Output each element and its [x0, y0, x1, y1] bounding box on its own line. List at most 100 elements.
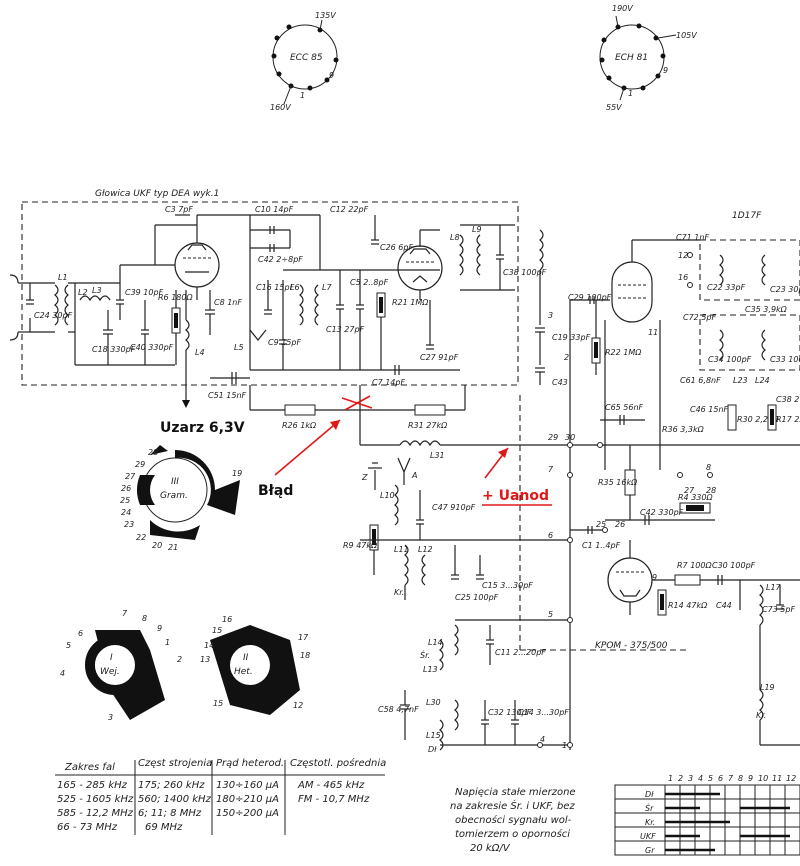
- error-annotation: [274, 395, 552, 506]
- note-line: 20 kΩ/V: [470, 843, 511, 854]
- label-c42b: C42 330pF: [640, 508, 684, 517]
- matrix-col: 1: [668, 774, 673, 783]
- label-r35: R35 16kΩ: [598, 478, 638, 487]
- switch-wheel-II: II Het. 16 15 14 13 17 18 15 12: [200, 615, 310, 715]
- label-kr2: Kr.: [756, 711, 766, 720]
- label-l14: L14: [428, 638, 443, 647]
- matrix-row: Gr: [645, 846, 655, 855]
- anode-label: + Uanod: [482, 488, 549, 504]
- label-r31: R31 27kΩ: [408, 421, 448, 430]
- table-cell: 525 - 1605 kHz: [57, 794, 134, 805]
- matrix-row: UKF: [640, 832, 656, 841]
- table-cell: 130÷160 µA: [216, 780, 279, 791]
- label-l2: L2: [78, 288, 88, 297]
- ech81-v1: 190V: [612, 4, 633, 13]
- node-26: 26: [615, 520, 625, 529]
- label-c3: C3 7pF: [165, 205, 193, 214]
- table-cell: 66 - 73 MHz: [57, 822, 118, 833]
- mid-section: R26 1kΩ R31 27kΩ L31 Z A L10 C47 910pF R…: [249, 385, 800, 754]
- wheel-I-num: 1: [165, 638, 170, 647]
- label-l31: L31: [430, 451, 445, 460]
- node-12: 12: [678, 251, 688, 260]
- tuner-box: Głowica UKF typ DEA wyk.1: [21, 189, 519, 386]
- label-r26: R26 1kΩ: [282, 421, 317, 430]
- wheel-II-num: 14: [204, 641, 214, 650]
- ech81-v2: 105V: [676, 31, 697, 40]
- wheel-II-num: 15: [212, 626, 222, 635]
- label-c61: C61 6,8nF: [680, 376, 721, 385]
- matrix-col: 4: [698, 774, 703, 783]
- label-c19: C19 33pF: [552, 333, 591, 342]
- wheel-I-num: 4: [60, 669, 65, 678]
- wheel-III-num: 21: [168, 543, 178, 552]
- table-cell: AM - 465 kHz: [297, 780, 365, 791]
- matrix-col: 7: [728, 774, 734, 783]
- wheel-I-num: 8: [142, 614, 147, 623]
- ecc85-v2: 160V: [270, 103, 291, 112]
- label-c1: C1 1..4pF: [582, 541, 621, 550]
- label-kr: Kr.: [394, 588, 404, 597]
- wheel-III-id: III: [171, 477, 179, 487]
- wheel-III-num: 22: [136, 533, 146, 542]
- table-cell: 69 MHz: [145, 822, 183, 833]
- node-5: 5: [548, 610, 553, 619]
- label-c32: C32 130pF: [488, 708, 532, 717]
- label-c25: C25 100pF: [455, 593, 499, 602]
- label-c39: C39 10pF: [125, 288, 164, 297]
- label-c7: C7 14pF: [372, 378, 405, 387]
- node-4: 4: [540, 735, 545, 744]
- node-8: 8: [706, 463, 711, 472]
- label-c10: C10 14pF: [255, 205, 294, 214]
- node-2: 2: [564, 353, 569, 362]
- label-c16: C16 15pF: [256, 283, 295, 292]
- label-c35: C35 3,9kΩ: [745, 305, 788, 314]
- tuner-circuit: C3 7pF C10 14pF C12 22pF C42 2÷8pF L1 L2…: [9, 205, 612, 408]
- wheel-III-num: 19: [232, 469, 242, 478]
- switch-matrix: 1 2 3 4 5 6 7 8 9 10 11 12 Dł Śr Kr. UKF…: [614, 774, 800, 856]
- wheel-I-id: I: [110, 653, 113, 663]
- label-l8: L8: [450, 233, 460, 242]
- label-c22: C22 33pF: [707, 283, 746, 292]
- label-l4: L4: [195, 348, 205, 357]
- node-6: 6: [548, 531, 553, 540]
- label-l30: L30: [426, 698, 441, 707]
- matrix-col: 12: [786, 774, 796, 783]
- label-r6: R6 180Ω: [158, 293, 193, 302]
- label-r4: R4 330Ω: [678, 493, 713, 502]
- error-label: Błąd: [258, 483, 293, 499]
- matrix-col: 3: [688, 774, 693, 783]
- switch-wheel-III: III Gram. 28 29 27 26 25 24 23 22 20 21 …: [120, 445, 242, 552]
- switch-wheel-I: I Wej. 7 8 9 6 5 4 1 2 3: [60, 609, 182, 722]
- node-30: 30: [565, 433, 575, 442]
- node-27: 27: [684, 486, 695, 495]
- wheel-II-id: II: [243, 653, 249, 663]
- label-c33: C33 100pF: [770, 355, 800, 364]
- label-l7: L7: [322, 283, 332, 292]
- table-cell: 560; 1400 kHz: [138, 794, 212, 805]
- table-cell: 180÷210 µA: [216, 794, 279, 805]
- node-11: 11: [648, 328, 658, 337]
- wheel-II-label: Het.: [234, 667, 253, 677]
- table-header-0: Zakres fal: [64, 762, 115, 773]
- label-c58: C58 4,7nF: [378, 705, 419, 714]
- label-r21: R21 1MΩ: [392, 298, 429, 307]
- node-16: 16: [678, 273, 688, 282]
- table-header-2: Prąd heterod.: [216, 758, 284, 769]
- ech81-pin9: 9: [663, 66, 668, 75]
- label-c13: C13 27pF: [326, 325, 365, 334]
- wheel-I-num: 2: [177, 655, 182, 664]
- note-line: tomierzem o oporności: [455, 828, 570, 840]
- label-l24: L24: [755, 376, 770, 385]
- label-c27: C27 91pF: [420, 353, 459, 362]
- label-l13: L13: [423, 665, 438, 674]
- wheel-I-num: 6: [78, 629, 83, 638]
- label-c23: C23 30pF: [770, 285, 800, 294]
- wheel-II-num: 17: [298, 633, 309, 642]
- label-c72: C72 5pF: [683, 313, 716, 322]
- wheel-III-num: 23: [124, 520, 134, 529]
- wheel-II-num: 15: [213, 699, 223, 708]
- label-l23: L23: [733, 376, 748, 385]
- heater-label: Uzarz 6,3V: [160, 420, 245, 436]
- wheel-III-num: 29: [135, 460, 145, 469]
